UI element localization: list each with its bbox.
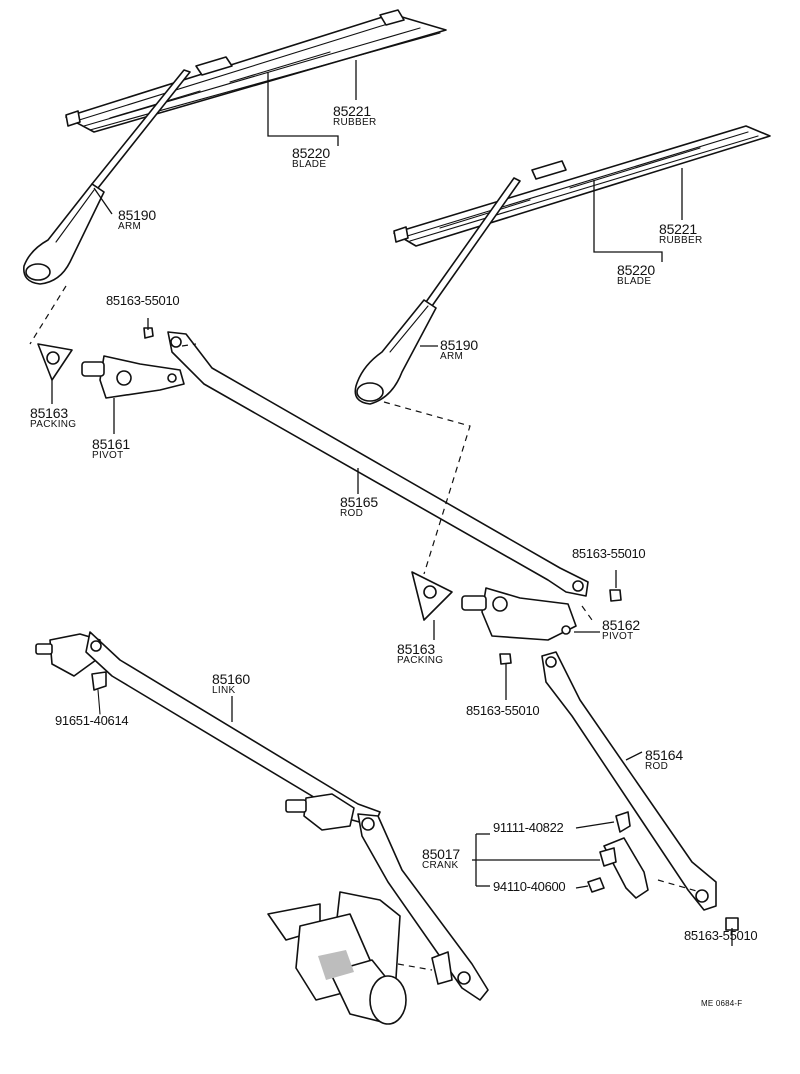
left-wiper-blade [65,9,447,133]
label-packing-right: 85163 PACKING [397,642,443,666]
part-name: RUBBER [659,235,703,246]
part-name: RUBBER [333,117,377,128]
wiper-motor [267,891,407,1025]
part-name: LINK [212,685,236,696]
label-rod-main: 85165 ROD [340,495,378,519]
part-number: 85221 [333,103,371,119]
label-nut-left: 85163-55010 [106,293,180,308]
label-crank: 85017 CRANK [422,847,460,871]
part-name: ROD [645,761,669,772]
label-blade-right: 85220 BLADE [617,263,655,287]
part-name: CRANK [422,860,459,871]
part-name: ARM [440,351,464,362]
label-link: 85160 LINK [212,672,250,696]
part-number: 85165 [340,494,378,510]
label-nut-right-middle: 85163-55010 [466,703,540,718]
left-packing [37,343,73,381]
label-crank-bolt: 91111-40822 [493,820,564,835]
label-bolt-link: 91651-40614 [55,713,129,728]
part-number: 85221 [659,221,697,237]
label-crank-nut: 94110-40600 [493,879,566,894]
part-name: ARM [118,221,142,232]
part-number: 85190 [440,337,478,353]
part-number: 85161 [92,436,130,452]
label-rubber-left: 85221 RUBBER [333,104,376,128]
part-name: PIVOT [92,450,124,461]
part-number: 85220 [617,262,655,278]
right-packing [411,571,453,621]
part-name: BLADE [292,159,327,170]
label-arm-left: 85190 ARM [118,208,156,232]
part-number: 85220 [292,145,330,161]
part-name: BLADE [617,276,652,287]
right-nut-middle [499,653,512,665]
part-number: 85017 [422,846,460,862]
left-nut [143,327,154,339]
label-pivot-right: 85162 PIVOT [602,618,640,642]
right-pivot [461,587,577,641]
part-name: PIVOT [602,631,634,642]
left-wiper-arm [23,69,191,285]
part-number: 85164 [645,747,683,763]
part-number: 85160 [212,671,250,687]
crank-assembly [587,811,739,931]
center-pivot-arm [285,793,489,1001]
part-number: 85162 [602,617,640,633]
dashed-guides [29,285,701,971]
left-pivot [81,355,185,399]
label-nut-right-upper: 85163-55010 [572,546,646,561]
label-arm-right: 85190 ARM [440,338,478,362]
leader-lines [51,60,733,946]
label-pivot-left: 85161 PIVOT [92,437,130,461]
right-wiper-arm [354,177,521,405]
label-rod-lower: 85164 ROD [645,748,683,772]
main-rod [167,331,589,597]
figure-reference: ME 0684-F [701,999,743,1008]
right-wiper-blade [393,125,771,247]
lower-rod [541,651,717,911]
part-name: PACKING [30,419,77,430]
part-name: PACKING [397,655,444,666]
part-number: 85163 [30,405,68,421]
label-nut-lower: 85163-55010 [684,928,758,943]
right-nut-upper [609,589,622,602]
label-blade-left: 85220 BLADE [292,146,330,170]
part-number: 85163 [397,641,435,657]
label-rubber-right: 85221 RUBBER [659,222,702,246]
label-packing-left: 85163 PACKING [30,406,76,430]
part-name: ROD [340,508,364,519]
part-number: 85190 [118,207,156,223]
